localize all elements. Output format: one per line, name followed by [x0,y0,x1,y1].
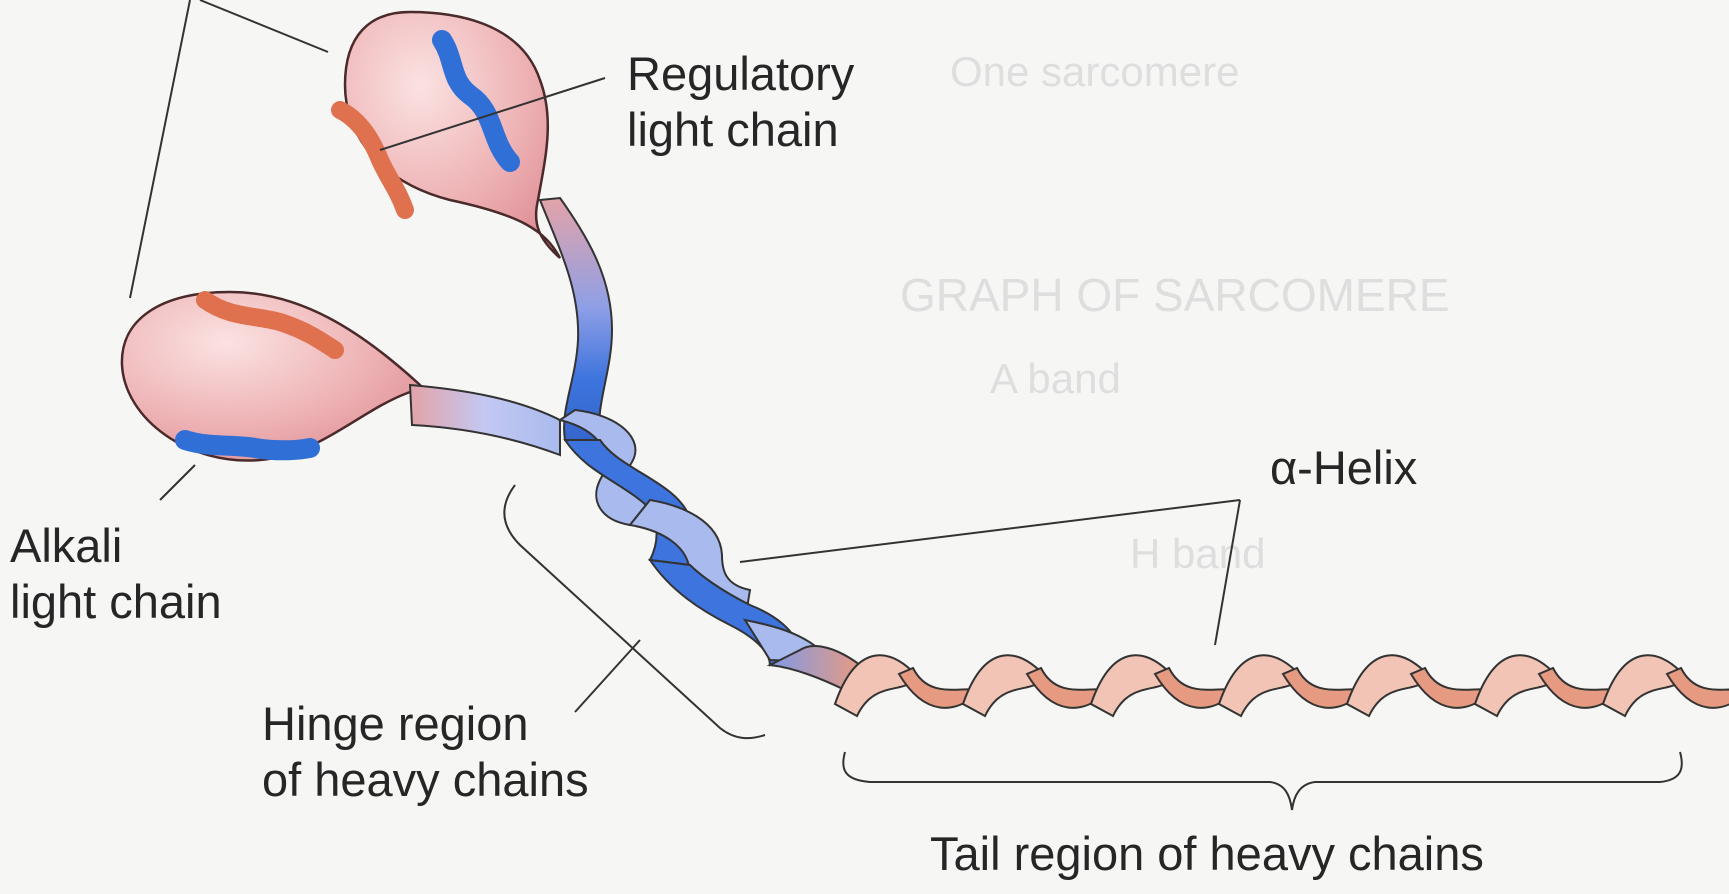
leader-line-alkali [160,465,195,500]
leader-line-head-right [200,0,328,52]
leader-line-head-left [130,0,190,298]
tail-helix-segment [1667,668,1729,708]
lower-myosin-head [122,292,560,461]
tail-region-label: Tail region of heavy chains [930,826,1484,882]
hinge-label-line1: Hinge region [262,696,589,752]
regulatory-label-line1: Regulatory [627,46,854,102]
tail-coiled-coil [835,655,1729,716]
regulatory-label-line2: light chain [627,102,854,158]
tail-helix-segment [1219,655,1301,716]
regulatory-light-chain-label: Regulatory light chain [627,46,854,158]
tail-helix-segment [1091,655,1173,716]
leader-line-alpha-helix-left [740,500,1240,562]
alkali-light-chain-label: Alkali light chain [10,518,222,630]
alpha-helix-label: α-Helix [1270,440,1417,496]
tail-helix-segment [963,655,1045,716]
alkali-label-line2: light chain [10,574,222,630]
hinge-region-label: Hinge region of heavy chains [262,696,589,808]
hinge-label-line2: of heavy chains [262,752,589,808]
alkali-light-chain-shape [185,440,310,450]
tail-helix-segment [1603,655,1685,716]
tail-helix-segment [1475,655,1557,716]
hinge-helix [560,410,860,690]
leader-line-alpha-helix-right [1215,500,1240,645]
tail-bracket [843,752,1682,810]
alkali-label-line1: Alkali [10,518,222,574]
tail-helix-segment [1347,655,1429,716]
